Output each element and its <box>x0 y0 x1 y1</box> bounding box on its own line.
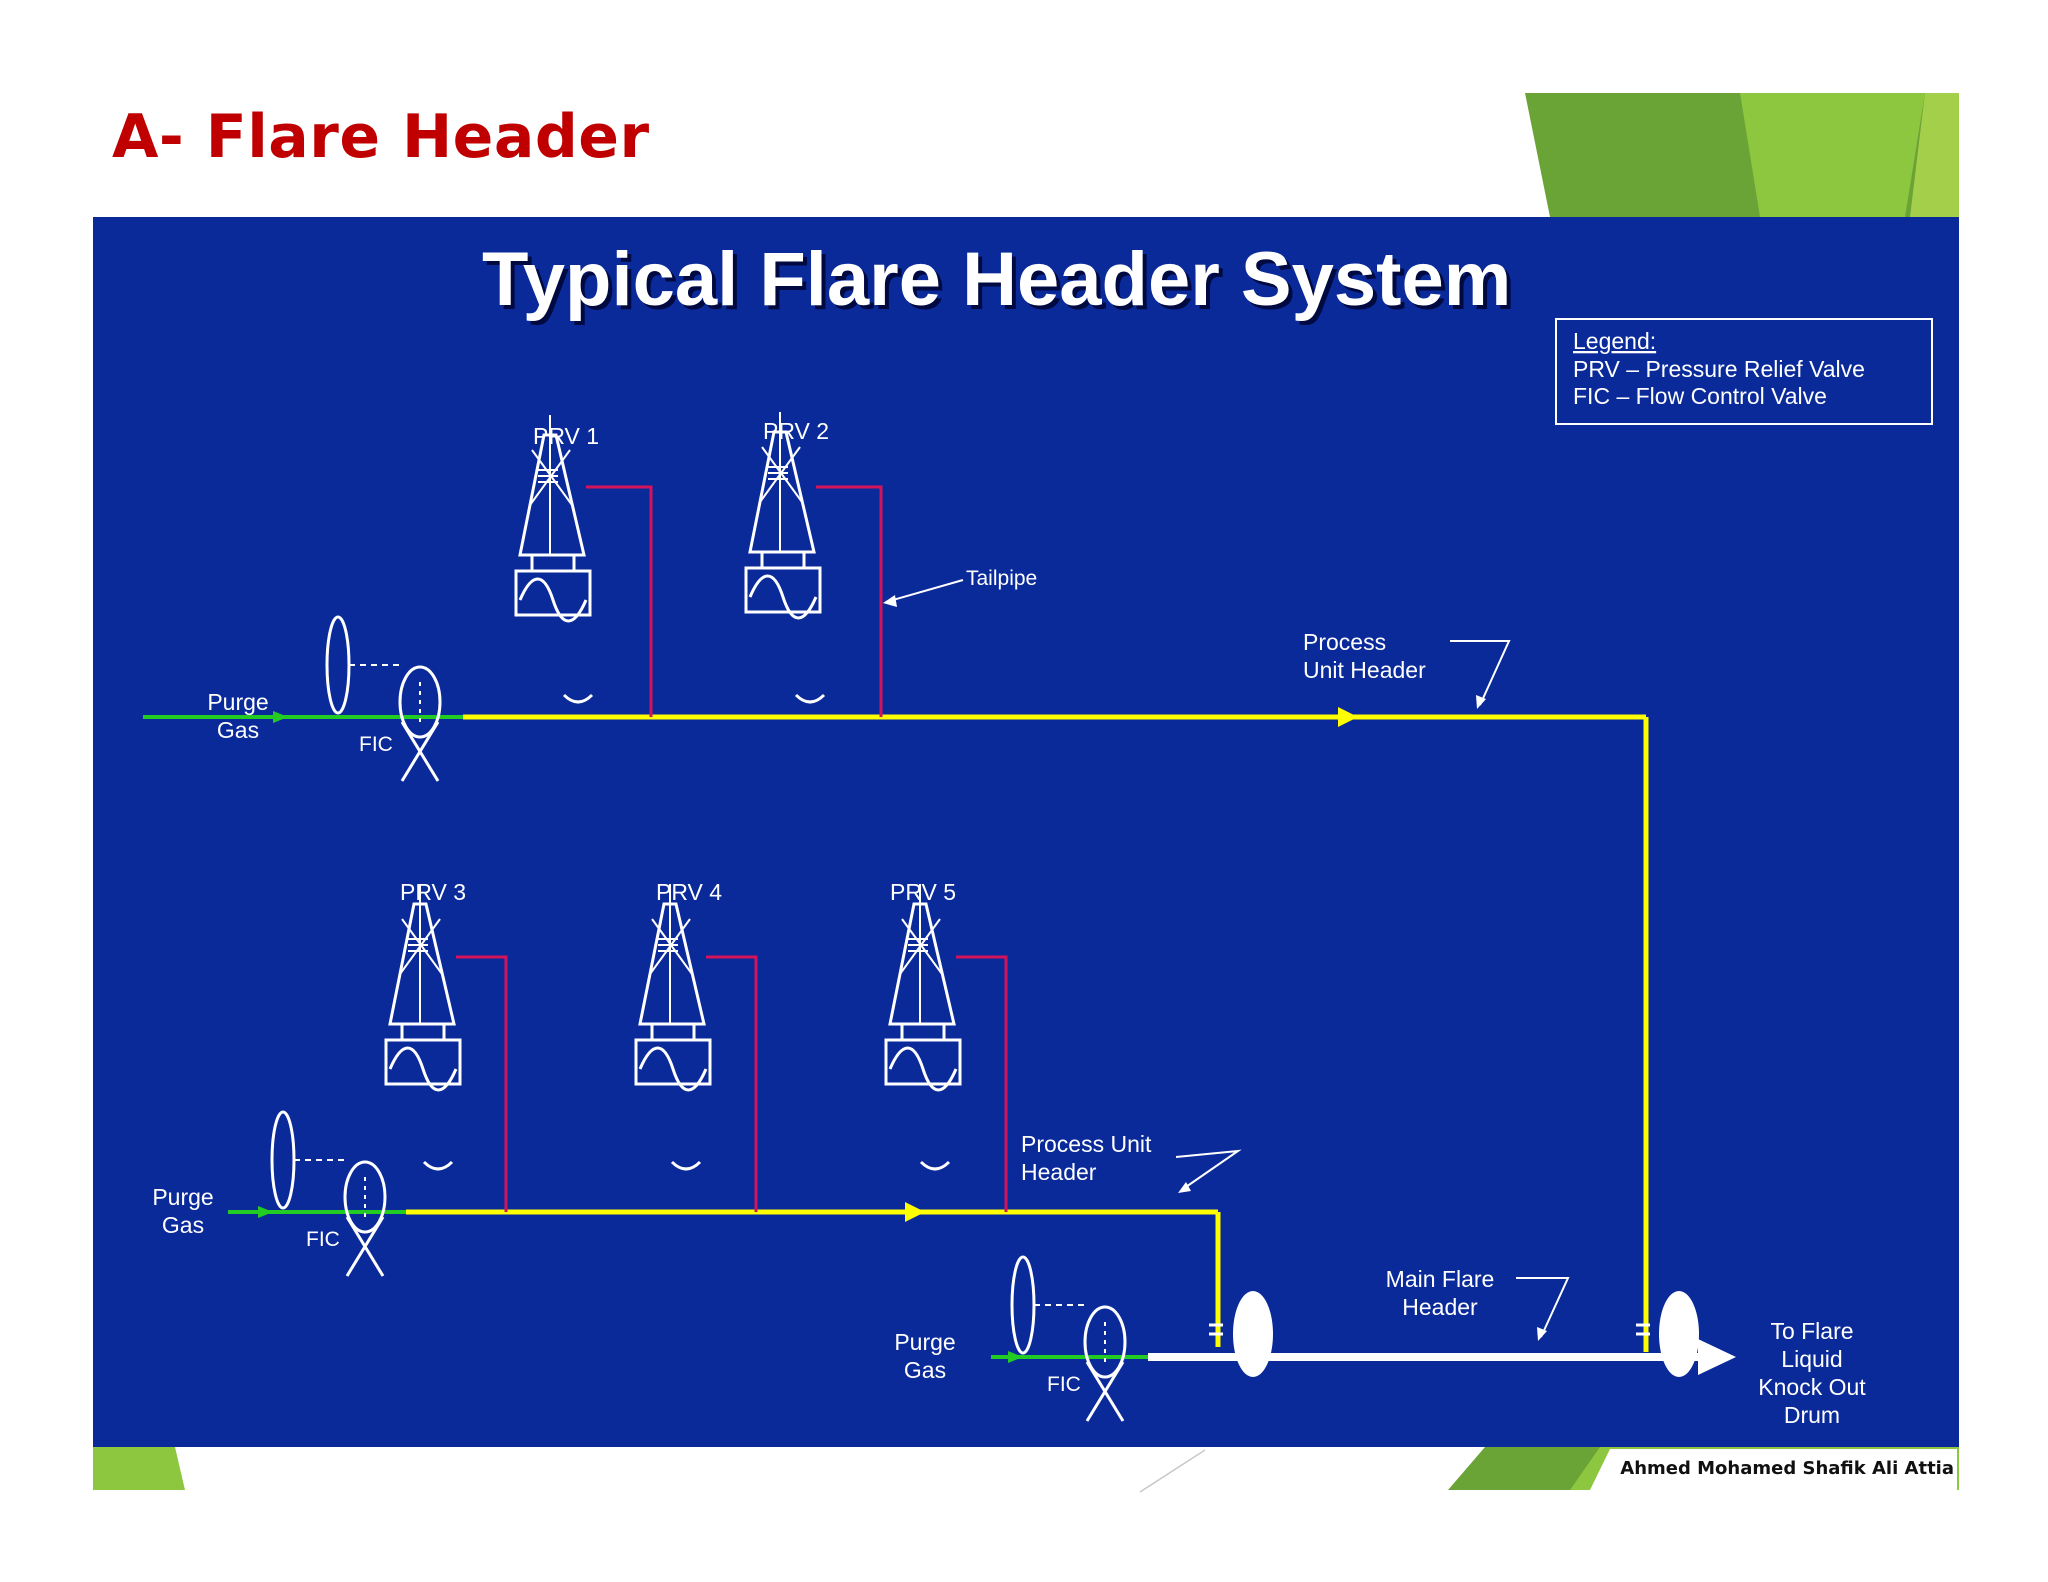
flange-1 <box>1209 1323 1223 1336</box>
purge-gas-label-2-line-1: Purge <box>152 1184 213 1210</box>
lower-flow-arrow <box>905 1202 925 1222</box>
main-flare-header-pointer <box>1516 1277 1570 1338</box>
process-header-upper-pointer-head <box>1476 695 1486 709</box>
legend-box <box>1555 318 1933 425</box>
process-header-lower-line-2: Header <box>1021 1159 1097 1185</box>
purge-gas-label-1-line-1: Purge <box>207 689 268 715</box>
prv-4-valve <box>634 882 712 1092</box>
prv-1-drain <box>562 693 594 704</box>
bottom-thin-line <box>1139 1449 1206 1493</box>
fic-label-2: FIC <box>306 1228 340 1251</box>
diagram-title-shadow: Typical Flare Header System <box>486 241 1515 326</box>
bottom-left-green-shape <box>93 1447 185 1490</box>
prv-5-valve <box>884 882 962 1092</box>
purge-arrow-2 <box>258 1206 273 1218</box>
flare-header-diagram: Typical Flare Header System Typical Flar… <box>143 237 1933 1428</box>
legend-item-fic: FIC – Flow Control Valve <box>1573 383 1827 409</box>
fic-label-1: FIC <box>359 733 393 756</box>
top-right-lime-shape <box>1910 93 1959 217</box>
prv-2-drain <box>794 693 826 704</box>
prv-5-label: PRV 5 <box>890 879 956 905</box>
prv-3-drain <box>422 1160 454 1171</box>
main-flare-header-line-2: Header <box>1402 1294 1478 1320</box>
upper-flow-arrow <box>1338 707 1358 727</box>
purge-arrow-3 <box>1008 1351 1023 1363</box>
prv-5-drain <box>919 1160 951 1171</box>
process-header-upper-pointer <box>1450 640 1511 706</box>
tailpipe-label: Tailpipe <box>966 567 1037 590</box>
main-flare-header-pointer-head <box>1537 1327 1547 1341</box>
prv-4-label: PRV 4 <box>656 879 722 905</box>
to-flare-line-3: Knock Out <box>1758 1374 1866 1400</box>
prv-5-tailpipe <box>956 955 1008 1212</box>
to-flare-line-2: Liquid <box>1781 1346 1842 1372</box>
purge-arrow-1 <box>273 711 288 723</box>
fic-label-3: FIC <box>1047 1373 1081 1396</box>
tailpipe-pointer-head <box>883 595 897 607</box>
prv-1-tailpipe <box>586 485 653 717</box>
tailpipe-pointer <box>885 579 964 603</box>
prv-2-label: PRV 2 <box>763 418 829 444</box>
junction-tee-1 <box>1233 1291 1273 1377</box>
junction-tee-2 <box>1659 1291 1699 1377</box>
main-flare-arrow <box>1698 1339 1736 1375</box>
prv-2-tailpipe <box>816 485 883 717</box>
fic-valve-3 <box>1010 1255 1127 1423</box>
process-header-upper-line-2: Unit Header <box>1303 657 1426 683</box>
fic-valve-1 <box>325 615 442 783</box>
main-flare-header-line-1: Main Flare <box>1386 1266 1495 1292</box>
process-header-lower-pointer-head <box>1178 1182 1191 1193</box>
process-header-lower-pointer <box>1175 1149 1242 1190</box>
prv-3-label: PRV 3 <box>400 879 466 905</box>
footer-author: Ahmed Mohamed Shafik Ali Attia <box>1620 1458 1954 1479</box>
prv-3-valve <box>384 882 462 1092</box>
to-flare-line-1: To Flare <box>1770 1318 1853 1344</box>
prv-4-tailpipe <box>706 955 758 1212</box>
legend-item-prv: PRV – Pressure Relief Valve <box>1573 356 1865 382</box>
process-header-upper-line-1: Process <box>1303 629 1386 655</box>
purge-gas-label-3-line-2: Gas <box>904 1357 946 1383</box>
prv-1-label: PRV 1 <box>533 423 599 449</box>
process-header-lower-line-1: Process Unit <box>1021 1131 1152 1157</box>
prv-3-tailpipe <box>456 955 508 1212</box>
purge-gas-label-2-line-2: Gas <box>162 1212 204 1238</box>
prv-4-drain <box>670 1160 702 1171</box>
slide-title: A- Flare Header <box>112 102 650 172</box>
purge-gas-label-1-line-2: Gas <box>217 717 259 743</box>
diagram-title: Typical Flare Header System <box>482 237 1511 322</box>
flange-2 <box>1636 1323 1650 1336</box>
footer-white-strip <box>1590 1449 1957 1490</box>
top-right-light-green-shape <box>1740 93 1925 217</box>
legend-heading: Legend: <box>1573 328 1656 354</box>
to-flare-line-4: Drum <box>1784 1402 1840 1428</box>
fic-valve-2 <box>270 1110 387 1278</box>
diagram-panel: Typical Flare Header System Typical Flar… <box>93 217 1959 1447</box>
purge-gas-label-3-line-1: Purge <box>894 1329 955 1355</box>
